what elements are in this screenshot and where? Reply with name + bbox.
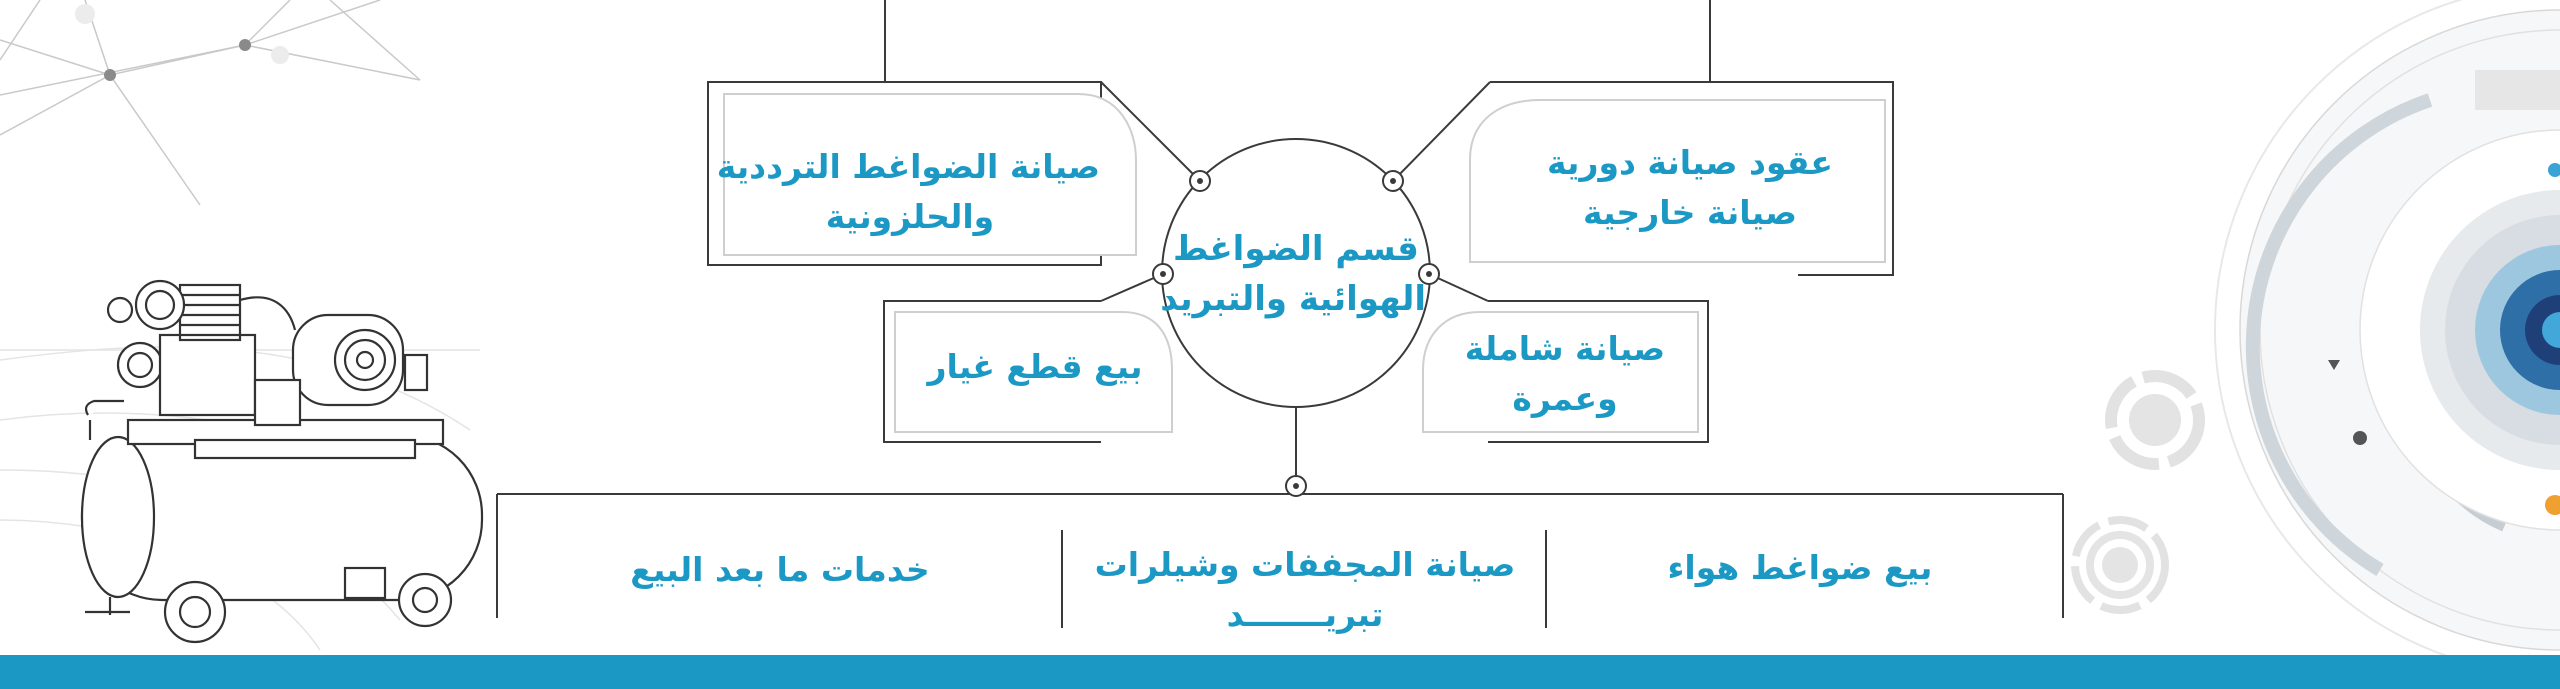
box-left-mid bbox=[883, 300, 1173, 443]
branch-left-top: صيانة الضواغط الترددية والحلزونية bbox=[716, 142, 1100, 242]
branch-right-mid: صيانة شاملة وعمرة bbox=[1435, 324, 1695, 424]
bottom-item-after-sales: خدمات ما بعد البيع bbox=[560, 545, 1000, 595]
connector-node-dots bbox=[1160, 178, 1432, 489]
branch-right-top: عقود صيانة دورية صيانة خارجية bbox=[1510, 138, 1870, 238]
network-lines-decoration bbox=[0, 0, 421, 206]
branch-left-top-line1: صيانة الضواغط الترددية bbox=[716, 147, 1100, 186]
box-left-top bbox=[707, 81, 1137, 266]
branch-left-top-line2: والحلزونية bbox=[825, 197, 995, 236]
connector-lines bbox=[496, 0, 2064, 628]
branch-left-mid: بيع قطع غيار bbox=[905, 342, 1165, 392]
air-compressor-illustration bbox=[80, 279, 484, 644]
bottom-item-after-sales-line1: خدمات ما بعد البيع bbox=[630, 550, 930, 589]
bottom-item-sell-compressors: بيع ضواغط هواء bbox=[1590, 543, 2010, 593]
branch-right-mid-line1: صيانة شاملة bbox=[1464, 329, 1666, 368]
branch-right-top-line1: عقود صيانة دورية bbox=[1547, 143, 1833, 182]
gear-icon bbox=[2420, 190, 2560, 470]
bottom-item-dryers-chillers-line2: تبريـــــــد bbox=[1226, 595, 1384, 634]
branch-right-mid-line2: وعمرة bbox=[1512, 379, 1618, 418]
branch-left-mid-line1: بيع قطع غيار bbox=[927, 347, 1143, 386]
center-label-line1: قسم الضواغط bbox=[1173, 229, 1419, 269]
branch-right-top-line2: صيانة خارجية bbox=[1582, 193, 1798, 232]
bottom-item-sell-compressors-line1: بيع ضواغط هواء bbox=[1667, 548, 1933, 587]
bottom-item-dryers-chillers-line1: صيانة المجففات وشيلرات bbox=[1094, 545, 1516, 584]
bottom-item-dryers-chillers: صيانة المجففات وشيلرات تبريـــــــد bbox=[1075, 540, 1535, 640]
center-label: قسم الضواغط الهوائية والتبريد bbox=[1160, 224, 1426, 324]
box-right-mid bbox=[1422, 300, 1709, 443]
box-right-top bbox=[1469, 81, 1894, 276]
center-label-line2: الهوائية والتبريد bbox=[1160, 279, 1426, 319]
bottom-bar bbox=[0, 655, 2560, 689]
gear-decoration bbox=[2214, 0, 2560, 676]
circle-ring-icon bbox=[2071, 370, 2205, 614]
